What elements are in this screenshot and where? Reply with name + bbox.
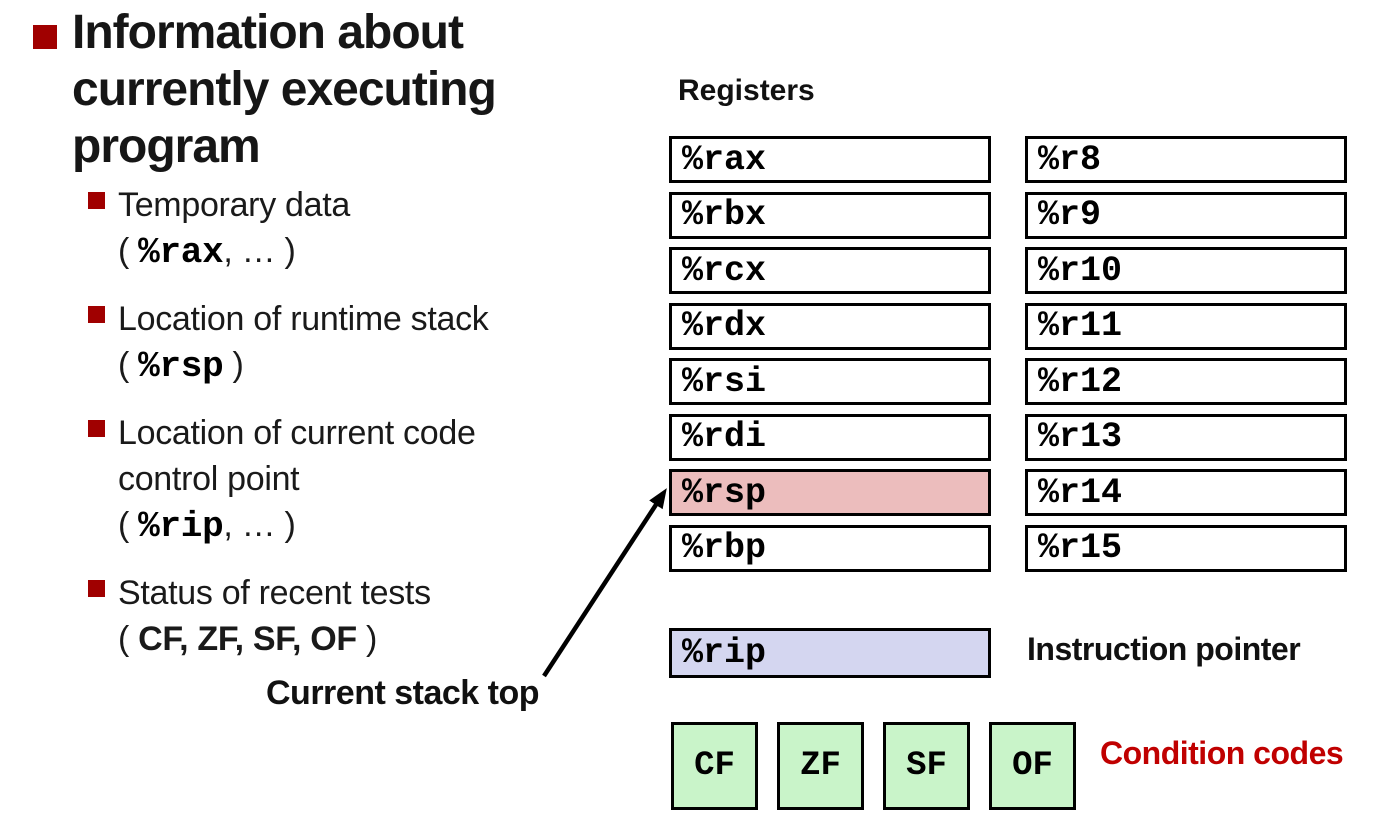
bullet-line: Location of runtime stack	[118, 296, 648, 342]
condition-codes-label: Condition codes	[1100, 735, 1344, 771]
register-column-left: %rax %rbx %rcx %rdx %rsi %rdi %rsp %rbp	[669, 136, 991, 580]
bullet-text: control point	[118, 460, 300, 498]
register-box-rdi: %rdi	[669, 413, 991, 461]
register-box-rsp: %rsp	[669, 469, 991, 516]
register-box-rdx: %rdx	[669, 302, 991, 350]
bullet-line: Status of recent tests	[118, 570, 648, 616]
register-box-r8: %r8	[1025, 136, 1347, 183]
page-title: Information about currently executing pr…	[72, 4, 632, 175]
instruction-pointer-label: Instruction pointer	[1027, 631, 1301, 667]
title-line-1: Information about	[72, 6, 464, 59]
register-name-inline: %rip	[138, 506, 224, 547]
bullet-text: Status of recent tests	[118, 574, 431, 612]
bullet-square-icon	[88, 192, 105, 209]
bullet-text: Location of current code	[118, 414, 476, 452]
register-box-r9: %r9	[1025, 191, 1347, 239]
bullet-square-icon	[88, 420, 105, 437]
bullet-line: ( %rsp )	[118, 342, 648, 388]
bullet-square-icon	[88, 580, 105, 597]
bullet-item-2: Location of runtime stack ( %rsp )	[88, 296, 648, 388]
bullet-text: )	[356, 620, 378, 658]
bullet-square-icon	[88, 306, 105, 323]
bullet-text: , … )	[223, 232, 296, 270]
bullet-line: ( %rax, … )	[118, 228, 648, 274]
register-column-right: %r8 %r9 %r10 %r11 %r12 %r13 %r14 %r15	[1025, 136, 1347, 580]
title-line-3: program	[72, 120, 261, 173]
register-box-r12: %r12	[1025, 358, 1347, 405]
register-box-r13: %r13	[1025, 413, 1347, 461]
bullet-text: , … )	[223, 506, 296, 544]
bullet-text: (	[118, 346, 139, 384]
register-box-rcx: %rcx	[669, 247, 991, 294]
register-box-rsi: %rsi	[669, 358, 991, 405]
bullet-line: ( CF, ZF, SF, OF )	[118, 616, 648, 662]
bullet-item-1: Temporary data ( %rax, … )	[88, 182, 648, 274]
bullet-square-icon	[33, 25, 57, 49]
register-box-r15: %r15	[1025, 524, 1347, 572]
bullet-item-3: Location of current code control point ( %…	[88, 410, 648, 548]
flag-box-zf: ZF	[777, 722, 864, 810]
register-box-r14: %r14	[1025, 469, 1347, 516]
title-line-2: currently executing	[72, 63, 497, 116]
bullet-line: ( %rip, … )	[118, 502, 648, 548]
bullet-text: )	[223, 346, 244, 384]
bullet-text: Location of runtime stack	[118, 300, 489, 338]
flag-box-sf: SF	[883, 722, 970, 810]
bullet-line: Location of current code	[118, 410, 648, 456]
register-name-inline: %rsp	[138, 346, 224, 387]
register-box-r10: %r10	[1025, 247, 1347, 294]
bullet-text: (	[118, 506, 139, 544]
bullet-text: CF, ZF, SF, OF	[138, 620, 357, 658]
register-box-rbp: %rbp	[669, 524, 991, 572]
bullet-text: Temporary data	[118, 186, 351, 224]
register-box-rbx: %rbx	[669, 191, 991, 239]
register-box-rax: %rax	[669, 136, 991, 183]
bullet-list: Temporary data( %rax, … )Location of run…	[88, 182, 648, 684]
register-box-r11: %r11	[1025, 302, 1347, 350]
flag-box-cf: CF	[671, 722, 758, 810]
registers-heading: Registers	[678, 74, 815, 107]
bullet-item-4: Status of recent tests ( CF, ZF, SF, OF )	[88, 570, 648, 662]
flag-box-of: OF	[989, 722, 1076, 810]
bullet-line: control point	[118, 456, 648, 502]
register-box-rip: %rip	[669, 628, 991, 678]
bullet-text: (	[118, 232, 139, 270]
bullet-text: (	[118, 620, 139, 658]
bullet-line: Temporary data	[118, 182, 648, 228]
register-name-inline: %rax	[138, 232, 224, 273]
stack-top-label: Current stack top	[266, 674, 540, 712]
